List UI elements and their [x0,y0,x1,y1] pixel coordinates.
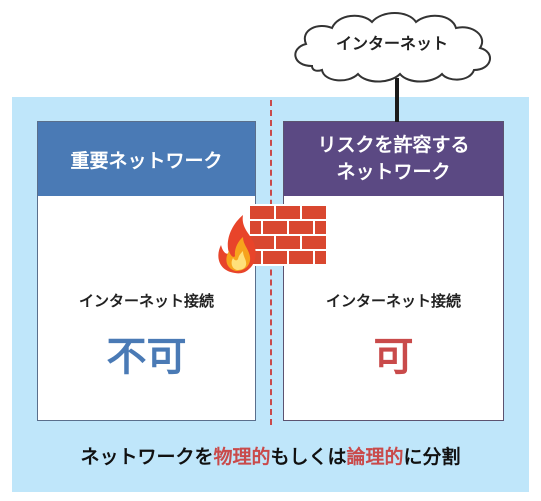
risk-title-line2: ネットワーク [336,161,451,183]
risk-tolerant-network-title: リスクを許容する ネットワーク [284,122,503,196]
internet-cable [395,78,399,122]
left-connection-value: 不可 [106,334,187,380]
diagram-caption: ネットワークを物理的もしくは論理的に分割 [12,442,529,469]
firewall-icon [218,204,328,274]
important-network-panel: 重要ネットワーク インターネット接続 不可 [37,121,256,421]
caption-part3: に分割 [403,446,461,468]
risk-title-line1: リスクを許容する [317,134,470,156]
risk-tolerant-network-panel: リスクを許容する ネットワーク インターネット接続 可 [283,121,504,421]
caption-part1: ネットワークを [80,446,214,468]
caption-highlight-physical: 物理的 [213,446,271,468]
caption-highlight-logical: 論理的 [346,446,404,468]
important-network-title: 重要ネットワーク [38,122,255,196]
left-connection-label: インターネット接続 [78,292,214,310]
caption-part2: もしくは [270,446,347,468]
right-connection-label: インターネット接続 [325,292,461,310]
cloud-icon [294,12,491,83]
right-connection-value: 可 [373,334,414,380]
cloud-label: インターネット [335,34,448,53]
